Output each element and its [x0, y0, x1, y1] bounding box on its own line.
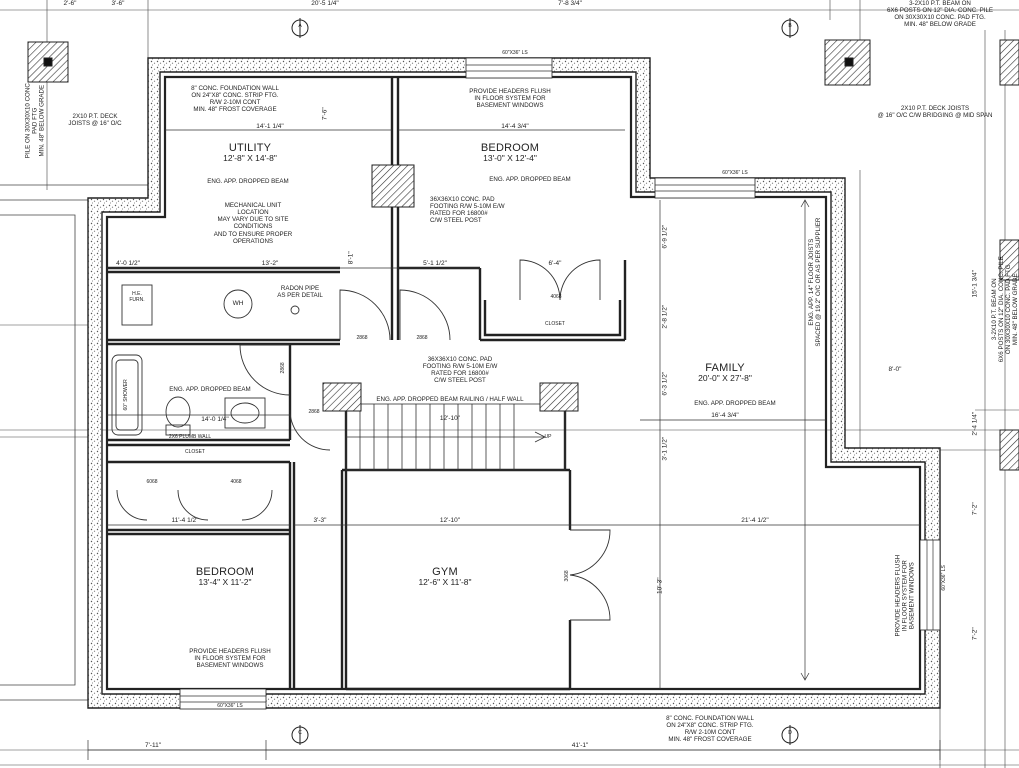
- bath-fixtures: [111, 284, 300, 436]
- column-markers: [291, 18, 799, 745]
- joists-note-family: ENG. APP. 14" FLOOR JOISTS SPACED @ 19.2…: [807, 217, 822, 347]
- family-room-name: FAMILY: [705, 362, 745, 374]
- dim-label: 21'-4 1/2": [741, 517, 769, 524]
- dim-label: 6'-3 1/2": [661, 371, 669, 396]
- dim-label: 20'-5 1/4": [311, 0, 339, 7]
- pad-note-top: 36X36X10 CONC. PAD FOOTING R/W 5-10M E/W…: [430, 196, 505, 225]
- utility-room-name: UTILITY: [228, 142, 272, 154]
- furnace-label: H.E. FURN.: [129, 291, 145, 303]
- dim-label: 11'-4 1/2": [171, 517, 199, 524]
- dim-label: 13'-2": [261, 260, 279, 267]
- window-tag-family: 60"X36" LS: [722, 170, 748, 176]
- dim-label: 6'-9 1/2": [661, 224, 669, 249]
- dim-label: 12'-10": [439, 517, 461, 524]
- utility-room-size: 12'-8" X 14'-8": [223, 153, 277, 163]
- dim-label: 6'-4": [548, 260, 562, 267]
- beam-note-bath: ENG. APP. DROPPED BEAM: [169, 386, 251, 393]
- dim-label: 16'-4 3/4": [711, 412, 739, 419]
- dim-label: 7'-11": [144, 742, 162, 749]
- column-marker: A: [298, 23, 302, 29]
- headers-note-right: PROVIDE HEADERS FLUSH IN FLOOR SYSTEM FO…: [894, 554, 916, 637]
- beam-railing-note: ENG. APP. DROPPED BEAM RAILING / HALF WA…: [376, 396, 524, 403]
- column-marker: D: [788, 730, 792, 736]
- pile-note-left: PILE ON 30X30X10 CONC PAD FTG MIN. 48" B…: [24, 83, 46, 159]
- dim-label: 2'-4 1/4": [971, 411, 979, 436]
- deck-note-right: 2X10 P.T. DECK JOISTS @ 16" O/C C/W BRID…: [877, 105, 993, 120]
- dimension-lines: [87, 129, 941, 760]
- dim-label: 14'-4 3/4": [501, 123, 529, 130]
- bedroom-top-size: 13'-0" X 12'-4": [483, 153, 537, 163]
- dim-label: 14'-0 1/4": [201, 416, 229, 423]
- closet-bedroom-label: CLOSET: [544, 321, 565, 327]
- dim-label: 3'-3": [313, 517, 327, 524]
- door-tag: 2868: [416, 335, 428, 341]
- dim-label: 7'-6": [321, 107, 329, 121]
- bedroom-bottom-name: BEDROOM: [195, 566, 255, 578]
- column-marker: B: [788, 23, 792, 29]
- bedroom-bottom-size: 13'-4" X 11'-2": [198, 577, 252, 587]
- dim-label: 15'-1 3/4": [971, 270, 979, 298]
- inner-wall-line: [105, 75, 922, 691]
- posts: [27, 39, 1019, 471]
- door-tag: 2868: [280, 362, 287, 374]
- stairs: [345, 403, 566, 471]
- window-glazing: [180, 64, 934, 703]
- door-tag: 6068: [146, 479, 158, 485]
- dim-label: 41'-1": [571, 742, 589, 749]
- radon-note: RADON PIPE AS PER DETAIL: [277, 285, 323, 300]
- window-openings: [179, 57, 941, 710]
- dim-label: 2'-6": [63, 0, 77, 7]
- window-tag-right: 60"X36" LS: [941, 565, 948, 591]
- window-tag-bottom: 60"X36" LS: [217, 703, 243, 709]
- dim-label: 7'-2": [971, 502, 979, 516]
- door-tag: 2868: [356, 335, 368, 341]
- shower-label: 60" SHOWER: [123, 379, 130, 411]
- plumb-wall-label: 2X6 PLUMB WALL: [168, 434, 212, 440]
- headers-note-top: PROVIDE HEADERS FLUSH IN FLOOR SYSTEM FO…: [469, 88, 551, 110]
- beam-note-utility: ENG. APP. DROPPED BEAM: [207, 178, 289, 185]
- family-room-size: 20'-0" X 27'-8": [698, 373, 752, 383]
- dim-label: 8'-1": [347, 251, 355, 265]
- window-tag-top: 60"X36" LS: [502, 50, 528, 56]
- gym-room-size: 12'-6" X 11'-8": [418, 577, 472, 587]
- door-swings: [116, 259, 611, 621]
- stair-up-label: UP: [544, 434, 552, 440]
- foundation-wall: [87, 57, 941, 709]
- dim-label: 7'-2": [971, 627, 979, 641]
- foundation-note-top: 8" CONC. FOUNDATION WALL ON 24"X8" CONC.…: [191, 85, 279, 114]
- dim-label: 10'-3": [656, 577, 664, 595]
- dim-label: 5'-1 1/2": [423, 260, 447, 267]
- dim-label: 12'-10": [439, 415, 461, 422]
- door-tag: 2868: [308, 409, 320, 415]
- dim-label: 2'-8 1/2": [661, 304, 669, 329]
- column-marker: C: [298, 730, 302, 736]
- door-tag: 4068: [550, 294, 562, 300]
- mechanical-note: MECHANICAL UNIT LOCATION MAY VARY DUE TO…: [213, 202, 293, 245]
- water-heater-label: WH: [232, 300, 244, 307]
- foundation-note-bottom: 8" CONC. FOUNDATION WALL ON 24"X8" CONC.…: [666, 715, 754, 744]
- beam-note-bedroom: ENG. APP. DROPPED BEAM: [489, 176, 571, 183]
- beam-note-right: 3-2X10 P.T. BEAM ON 6X6 POSTS ON 12" DIA…: [990, 256, 1019, 363]
- dim-label: 3'-1 1/2": [661, 436, 669, 461]
- dim-label: 4'-0 1/2": [116, 260, 140, 267]
- dim-label: 8'-0": [888, 366, 902, 373]
- dim-label: 7'-8 3/4": [558, 0, 582, 7]
- door-tag: 4068: [230, 479, 242, 485]
- bedroom-top-name: BEDROOM: [480, 142, 540, 154]
- door-tag: 3068: [564, 570, 571, 582]
- deck-note-left: 2X10 P.T. DECK JOISTS @ 16" O/C: [68, 113, 122, 128]
- pad-note-mid: 36X36X10 CONC. PAD FOOTING R/W 5-10M E/W…: [422, 356, 498, 385]
- beam-note-family: ENG. APP. DROPPED BEAM: [694, 400, 776, 407]
- closet-hall-label: CLOSET: [184, 449, 205, 455]
- dim-label: 14'-1 1/4": [256, 123, 284, 130]
- headers-note-bottom: PROVIDE HEADERS FLUSH IN FLOOR SYSTEM FO…: [189, 648, 271, 670]
- dim-label: 3'-6": [111, 0, 125, 7]
- beam-note-topright: 3-2X10 P.T. BEAM ON 6X6 POSTS ON 12" DIA…: [886, 0, 994, 29]
- gym-room-name: GYM: [432, 566, 458, 578]
